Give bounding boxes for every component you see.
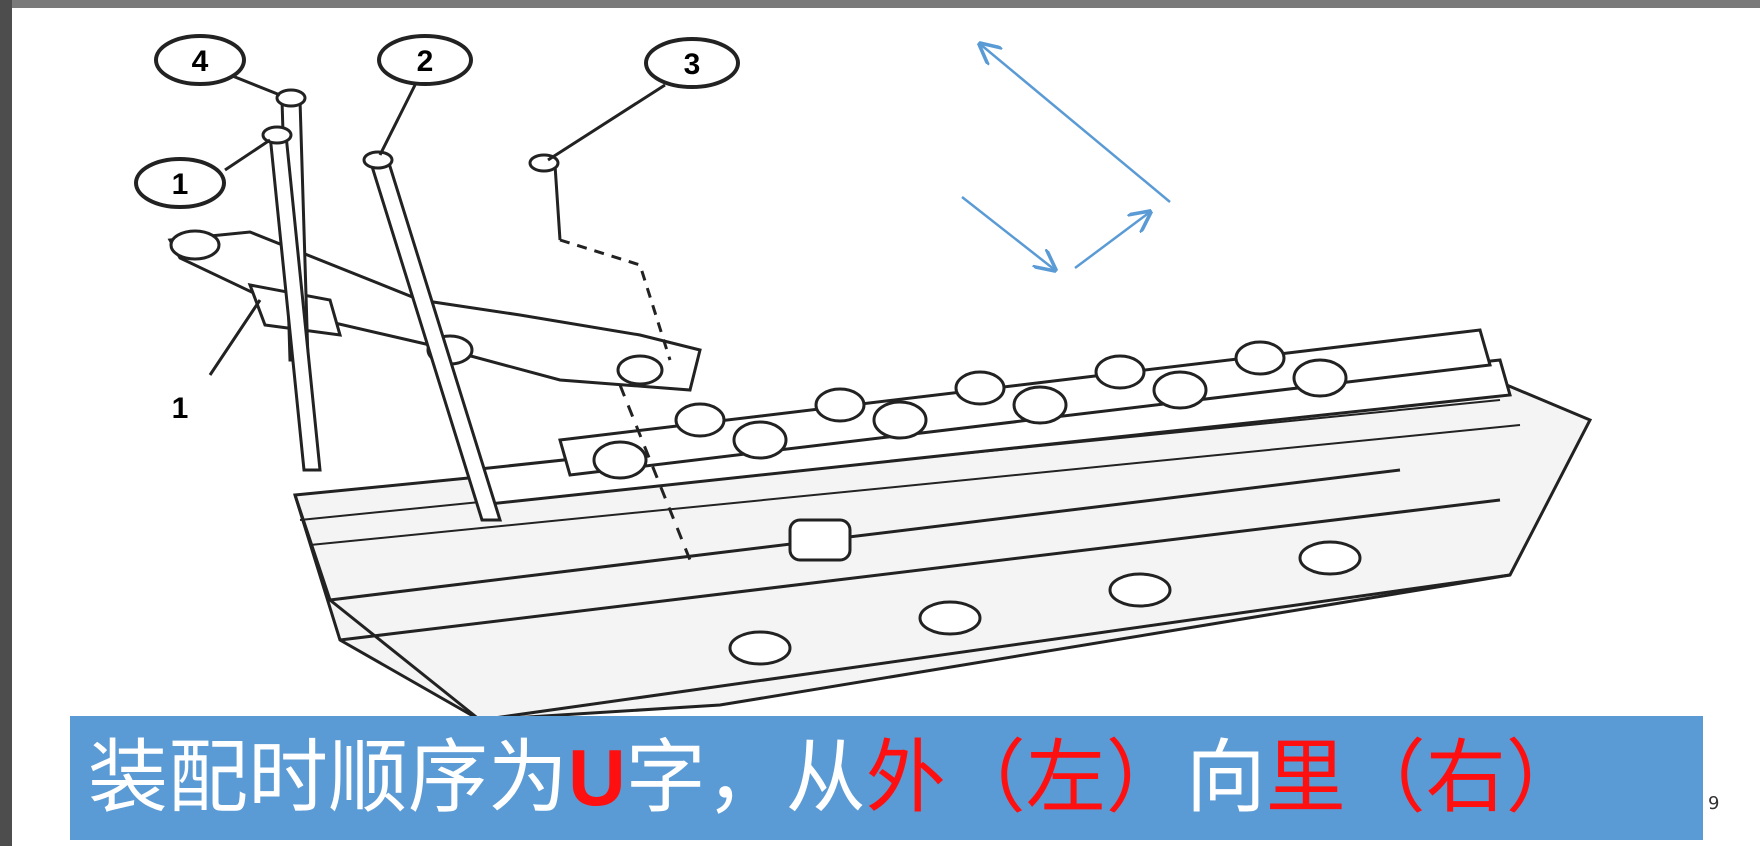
part-label-1: 1	[172, 392, 189, 425]
callout-2: 2	[377, 34, 473, 86]
camshafts	[468, 328, 1512, 507]
caption-seg-3: 字，从	[625, 731, 866, 824]
caption-seg-6: 向	[1185, 731, 1266, 824]
spark-plug-bores	[728, 518, 1362, 666]
caption-seg-2: U	[568, 733, 626, 822]
caption-seg-5: （左）	[945, 731, 1186, 824]
arrow-up-left-icon	[980, 44, 1171, 203]
bolts	[261, 88, 692, 561]
page-number: 9	[1708, 793, 1720, 814]
callout-3: 3	[644, 37, 740, 89]
caption-seg-7: 里	[1265, 731, 1346, 824]
arrow-up-right-icon	[1074, 212, 1150, 270]
caption-seg-1: 装配时顺序为	[88, 731, 568, 824]
callout-3-label: 3	[684, 48, 701, 81]
callout-4: 4	[154, 34, 246, 86]
callout-leaders	[208, 73, 666, 376]
slide-left-border	[0, 0, 12, 846]
caption-seg-8: （右）	[1345, 731, 1586, 824]
slide-top-border	[0, 0, 1760, 8]
callout-1: 1	[134, 157, 226, 209]
callout-2-label: 2	[417, 45, 434, 78]
order-arrows	[961, 44, 1171, 270]
arrow-down-right-icon	[961, 196, 1055, 270]
callout-4-label: 4	[192, 45, 209, 78]
caption-seg-4: 外	[865, 731, 946, 824]
callout-1-label: 1	[172, 168, 189, 201]
